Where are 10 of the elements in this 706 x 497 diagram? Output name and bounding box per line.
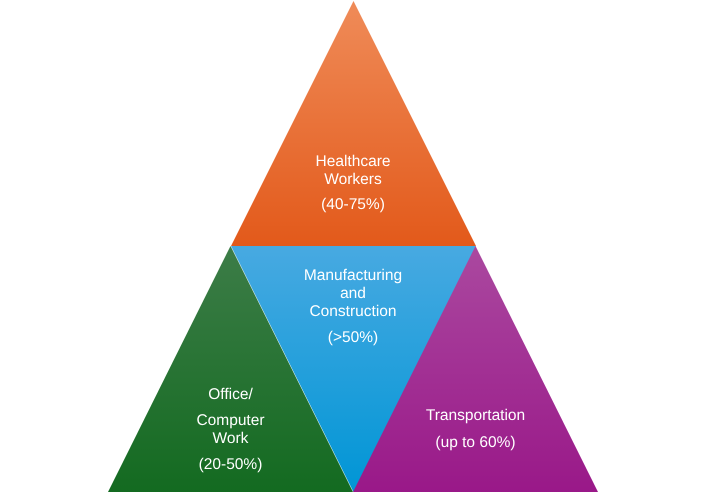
segment-label: Healthcare Workers: [314, 153, 392, 189]
triangle-segment: [230, 1, 476, 246]
percentage-label: (20-50%): [198, 456, 262, 474]
percentage-label: (up to 60%): [435, 434, 516, 452]
percentage-label: (40-75%): [321, 196, 385, 214]
segment-label: Transportation: [426, 407, 526, 425]
segment-label: Computer Work: [195, 412, 266, 448]
percentage-label: (>50%): [328, 329, 378, 347]
segment-label: Manufacturing and Construction: [302, 267, 404, 321]
segment-label: Office/: [208, 386, 253, 404]
